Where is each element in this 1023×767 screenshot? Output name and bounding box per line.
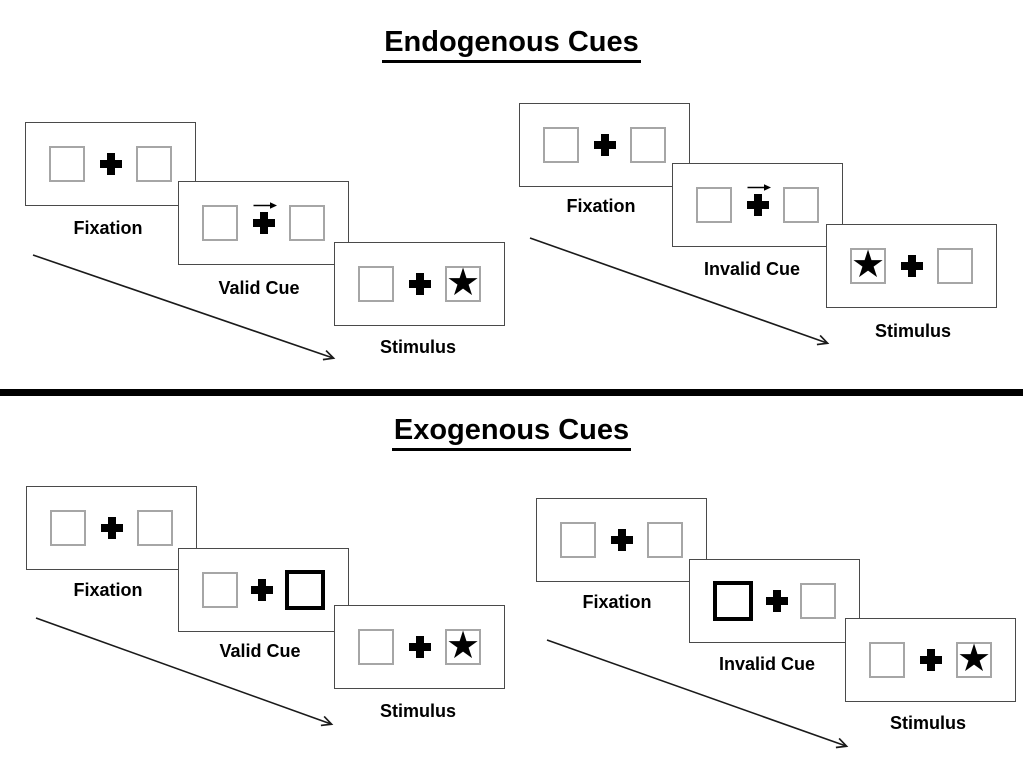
section-divider xyxy=(0,389,1023,396)
panel-label: Fixation xyxy=(73,580,143,600)
right-box xyxy=(136,146,172,182)
target-star-icon: ★ xyxy=(445,262,481,304)
invalid-cue-panel xyxy=(672,163,843,247)
center-area xyxy=(919,649,943,671)
panel-label: Valid Cue xyxy=(218,278,300,298)
left-box xyxy=(560,522,596,558)
fixation-cross-icon xyxy=(746,194,769,216)
cue-direction-arrow-icon xyxy=(253,202,277,209)
center-area xyxy=(765,590,789,612)
fixation-cross-icon xyxy=(408,636,431,658)
cue-direction-arrow-icon xyxy=(747,184,771,191)
center-area xyxy=(900,255,924,277)
left-box xyxy=(49,146,85,182)
left-box xyxy=(202,205,238,241)
fixation-cross-icon xyxy=(408,273,431,295)
right-box xyxy=(630,127,666,163)
valid-cue-panel xyxy=(178,181,349,265)
fixation-cross-icon xyxy=(252,212,275,234)
panel-label: Valid Cue xyxy=(219,641,301,661)
invalid-cue-panel xyxy=(689,559,860,643)
center-area xyxy=(610,529,634,551)
right-box xyxy=(800,583,836,619)
time-sequence-arrow xyxy=(32,254,336,361)
center-area xyxy=(250,579,274,601)
fixation-cross-icon xyxy=(250,579,273,601)
target-star-icon: ★ xyxy=(850,244,886,286)
panel-label: Invalid Cue xyxy=(703,259,801,279)
right-box xyxy=(647,522,683,558)
left-box xyxy=(696,187,732,223)
stimulus-panel: ★ xyxy=(334,605,505,689)
time-sequence-arrow xyxy=(529,237,830,346)
center-area xyxy=(408,636,432,658)
panel-label: Stimulus xyxy=(379,701,457,721)
panel-label: Fixation xyxy=(566,196,636,216)
section-title-endogenous: Endogenous Cues xyxy=(0,26,1023,63)
center-area xyxy=(252,202,277,234)
fixation-panel xyxy=(25,122,196,206)
right-box xyxy=(783,187,819,223)
left-box xyxy=(50,510,86,546)
fixation-panel xyxy=(519,103,690,187)
right-box: ★ xyxy=(956,638,992,680)
right-box xyxy=(937,248,973,284)
fixation-cross-icon xyxy=(765,590,788,612)
stimulus-panel: ★ xyxy=(334,242,505,326)
right-box xyxy=(289,205,325,241)
fixation-cross-icon xyxy=(100,517,123,539)
section-title-text: Exogenous Cues xyxy=(391,414,632,451)
fixation-cross-icon xyxy=(900,255,923,277)
target-star-icon: ★ xyxy=(445,625,481,667)
fixation-cross-icon xyxy=(593,134,616,156)
left-box xyxy=(358,266,394,302)
fixation-panel xyxy=(26,486,197,570)
time-sequence-arrow xyxy=(35,617,334,727)
left-box xyxy=(358,629,394,665)
valid-cue-panel xyxy=(178,548,349,632)
panel-label: Fixation xyxy=(582,592,652,612)
center-area xyxy=(100,517,124,539)
section-title-text: Endogenous Cues xyxy=(382,26,641,63)
section-title-exogenous: Exogenous Cues xyxy=(0,414,1023,451)
fixation-cross-icon xyxy=(99,153,122,175)
left-box: ★ xyxy=(850,244,886,286)
center-area xyxy=(408,273,432,295)
cue-highlight-box xyxy=(285,570,325,610)
right-box xyxy=(137,510,173,546)
target-star-icon: ★ xyxy=(956,638,992,680)
panel-label: Invalid Cue xyxy=(718,654,816,674)
cue-highlight-box xyxy=(713,581,753,621)
panel-label: Stimulus xyxy=(379,337,457,357)
panel-label: Stimulus xyxy=(874,321,952,341)
left-box xyxy=(543,127,579,163)
panel-label: Stimulus xyxy=(889,713,967,733)
left-box xyxy=(869,642,905,678)
right-box: ★ xyxy=(445,625,481,667)
center-area xyxy=(593,134,617,156)
fixation-cross-icon xyxy=(919,649,942,671)
left-box xyxy=(202,572,238,608)
fixation-cross-icon xyxy=(610,529,633,551)
panel-label: Fixation xyxy=(73,218,143,238)
right-box: ★ xyxy=(445,262,481,304)
center-area xyxy=(99,153,123,175)
stimulus-panel: ★ xyxy=(826,224,997,308)
time-sequence-arrow xyxy=(546,639,849,749)
center-area xyxy=(746,184,771,216)
fixation-panel xyxy=(536,498,707,582)
stimulus-panel: ★ xyxy=(845,618,1016,702)
